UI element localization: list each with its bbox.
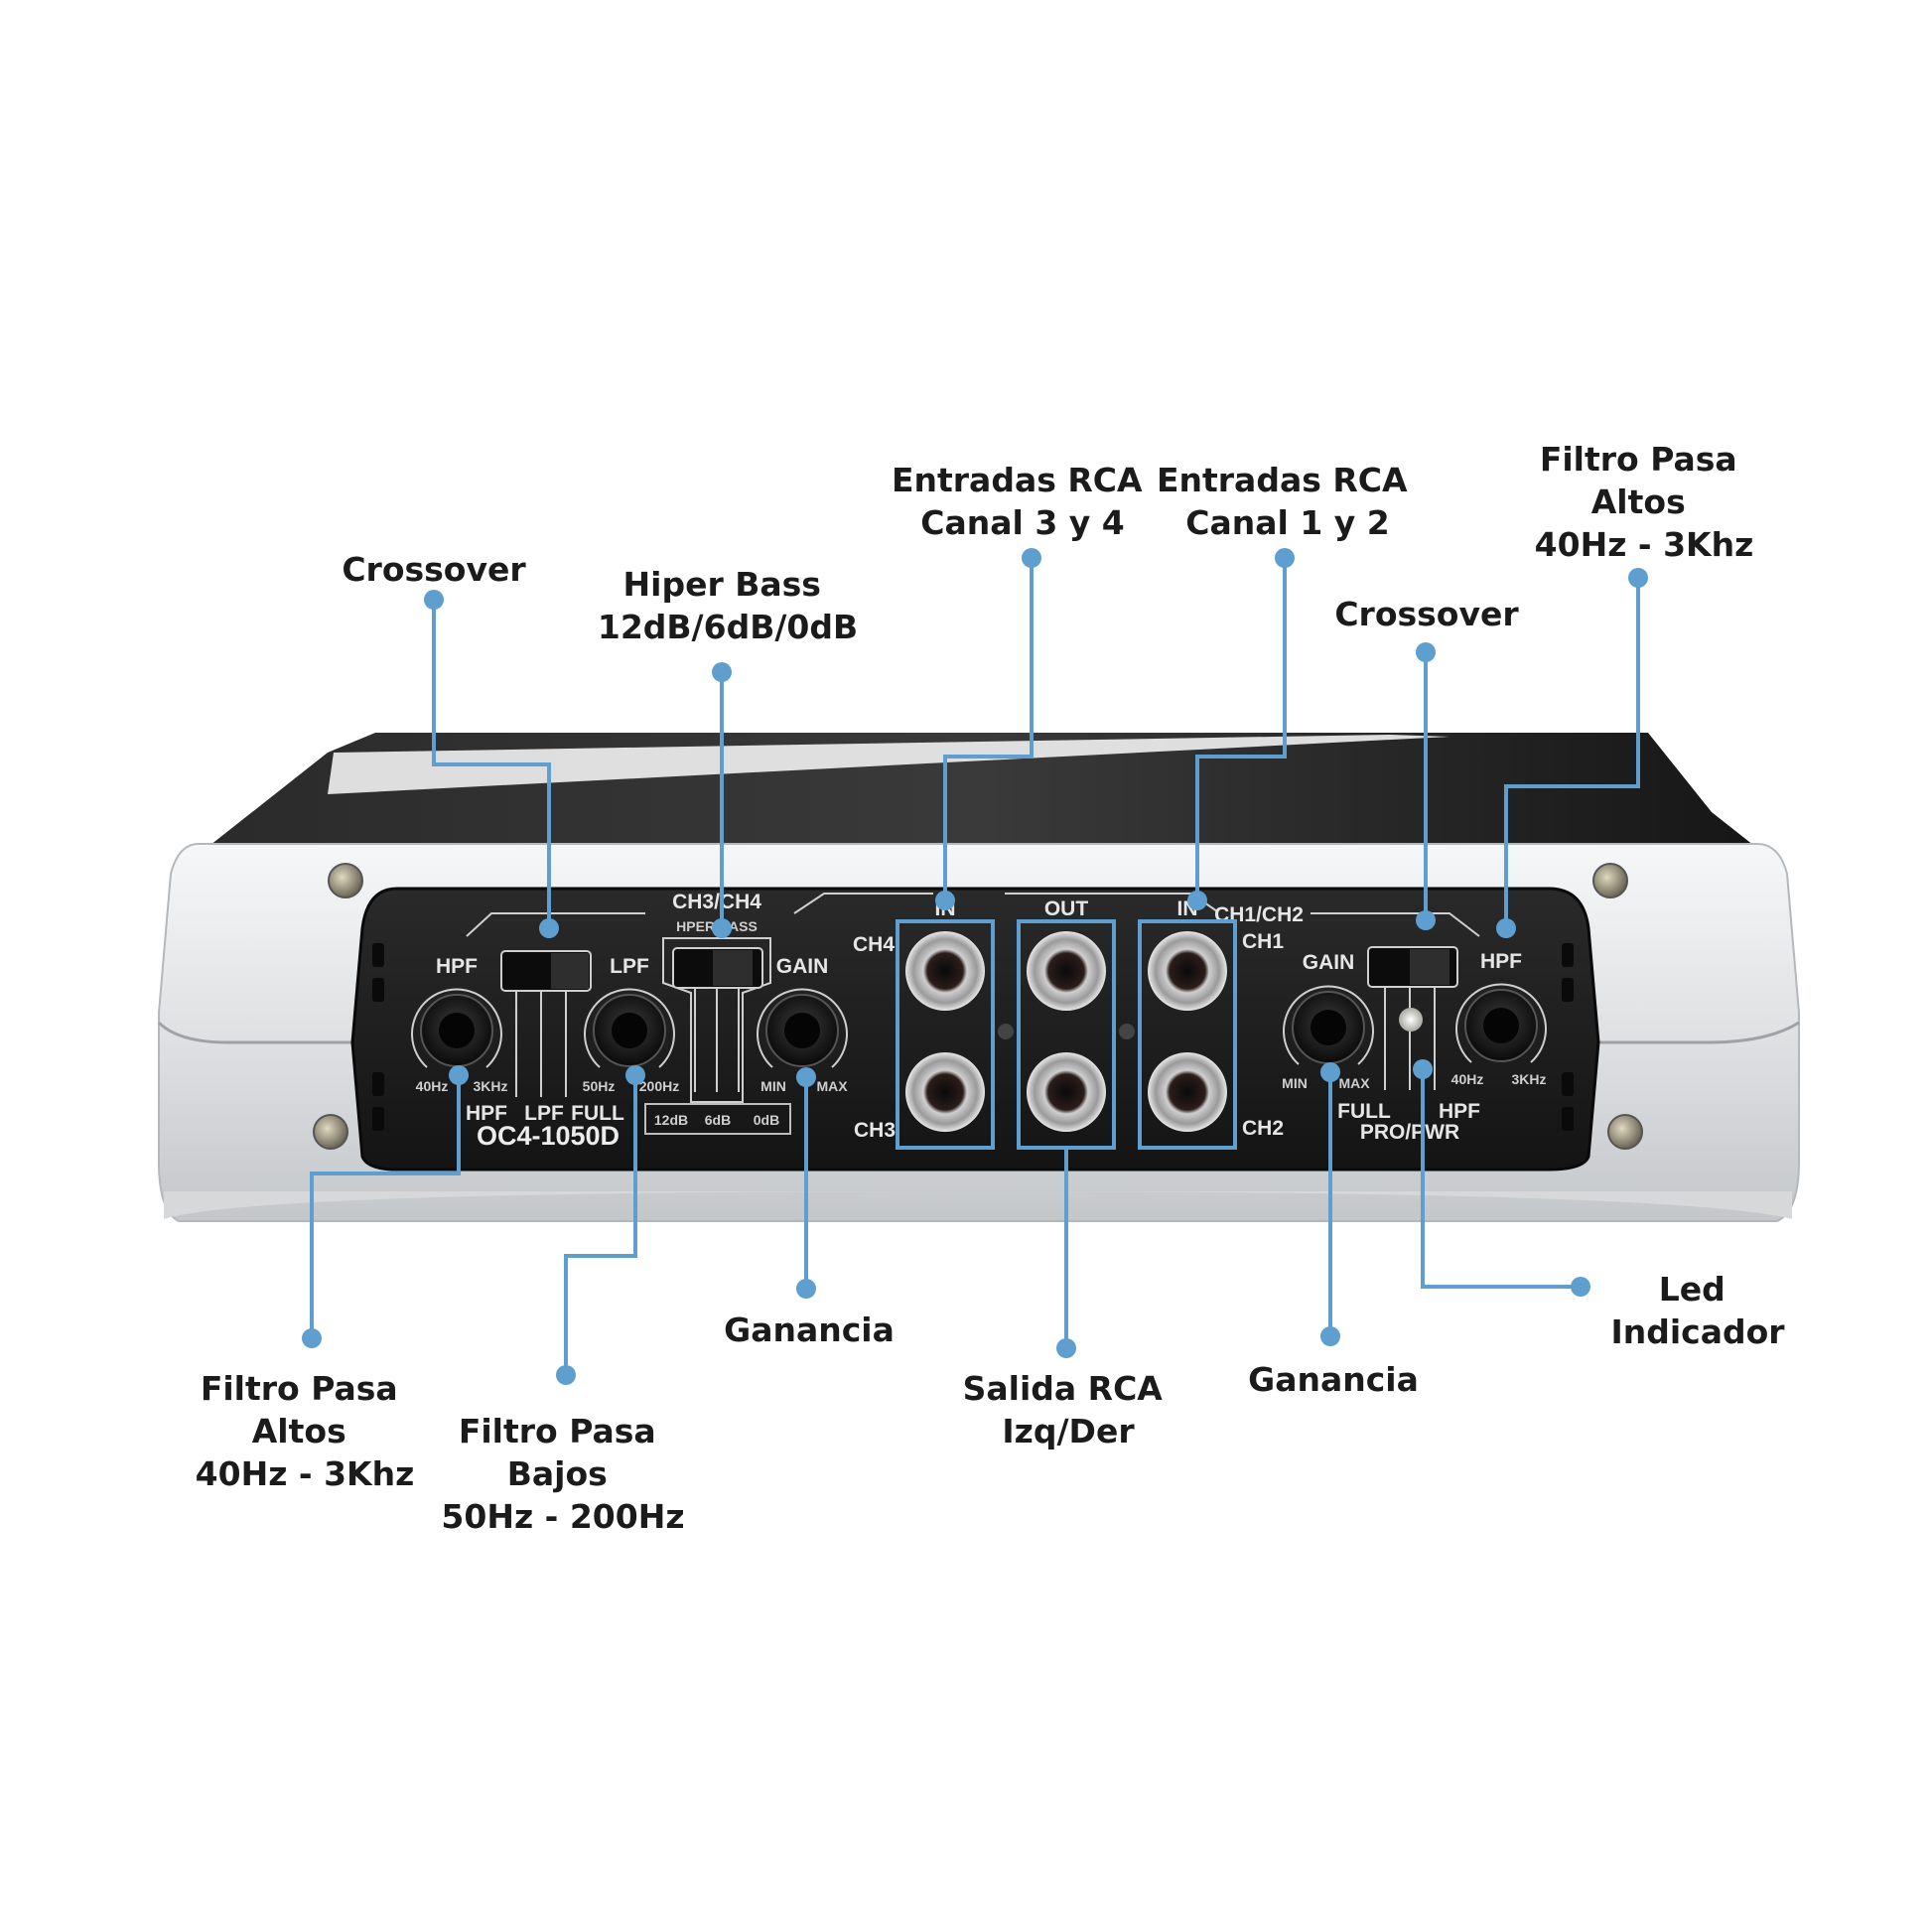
hyper-bass-switch[interactable]	[672, 947, 763, 989]
amplifier-chassis	[157, 733, 1800, 1222]
label-gain-right: GAIN	[1303, 951, 1355, 974]
label-hpf-max-right: 3KHz	[1511, 1071, 1546, 1087]
label-hpf-right: HPF	[1480, 950, 1522, 973]
callout-lpf-left: Filtro Pasa Bajos 50Hz - 200Hz	[441, 1412, 684, 1536]
label-xover-full-left: FULL	[571, 1102, 624, 1125]
rca-jack-ch4-in[interactable]	[905, 931, 985, 1011]
callout-rca-out: Salida RCA Izq/Der	[963, 1369, 1174, 1450]
callout-labels: Crossover Hiper Bass 12dB/6dB/0dB Entrad…	[196, 440, 1786, 1536]
label-hpf-min-right: 40Hz	[1451, 1071, 1484, 1087]
label-ch3: CH3	[854, 1119, 896, 1142]
label-ch2: CH2	[1242, 1117, 1284, 1140]
gain-knob-left[interactable]	[757, 988, 848, 1068]
label-pro-pwr: PRO/PWR	[1360, 1121, 1459, 1144]
screw-icon	[313, 1114, 348, 1150]
top-highlight	[328, 735, 1449, 794]
callout-hpf-right: Filtro Pasa Altos 40Hz - 3Khz	[1535, 440, 1754, 564]
callout-crossover-left: Crossover	[342, 550, 526, 589]
callout-rca-in-34: Entradas RCA Canal 3 y 4	[892, 461, 1154, 542]
highlight-rca-out	[1017, 919, 1116, 1150]
leader-lines	[302, 548, 1648, 1385]
vent-slots-right	[1562, 943, 1574, 1131]
label-gain-min-right: MIN	[1282, 1075, 1308, 1091]
callout-hpf-left: Filtro Pasa Altos 40Hz - 3Khz	[196, 1369, 415, 1493]
screw-icon	[328, 863, 363, 898]
crossover-switch-left[interactable]	[500, 950, 592, 992]
chassis-foot	[164, 1191, 1792, 1219]
label-bass-12db: 12dB	[654, 1112, 688, 1128]
label-lpf-left: LPF	[610, 955, 649, 978]
section-title-ch3-ch4: CH3/CH4	[672, 891, 761, 913]
label-gain-max-left: MAX	[816, 1078, 848, 1094]
label-gain-left: GAIN	[776, 955, 829, 978]
callout-hiper-bass: Hiper Bass 12dB/6dB/0dB	[598, 565, 858, 646]
screw-icon	[1592, 863, 1628, 898]
label-lpf-min: 50Hz	[583, 1078, 616, 1094]
rca-jack-ch2-in[interactable]	[1148, 1052, 1227, 1132]
hpf-knob-right[interactable]	[1455, 983, 1547, 1063]
label-gain-min-left: MIN	[760, 1078, 786, 1094]
label-bass-0db: 0dB	[754, 1112, 779, 1128]
model-label: OC4-1050D	[477, 1121, 620, 1151]
power-led-icon	[1399, 1008, 1423, 1032]
screw-icon	[1607, 1114, 1643, 1150]
label-lpf-max: 200Hz	[639, 1078, 679, 1094]
label-xover-full-right: FULL	[1337, 1100, 1391, 1123]
callout-crossover-right: Crossover	[1334, 595, 1519, 633]
label-hpf-min-left: 40Hz	[416, 1078, 449, 1094]
callout-led: Led Indicador	[1610, 1270, 1785, 1351]
label-ch4: CH4	[853, 933, 895, 956]
highlight-rca-in-12	[1138, 919, 1237, 1150]
label-xover-hpf-left: HPF	[466, 1102, 507, 1125]
label-rca-out: OUT	[1044, 897, 1089, 920]
label-gain-max-right: MAX	[1338, 1075, 1370, 1091]
chassis-seam	[157, 1021, 1800, 1044]
rca-jack-ch1-in[interactable]	[1148, 931, 1227, 1011]
hpf-knob-left[interactable]	[411, 988, 502, 1068]
highlight-rca-in-34	[896, 919, 995, 1150]
controls	[411, 919, 1547, 1150]
rca-jack-ch3-in[interactable]	[905, 1052, 985, 1132]
rca-jacks	[905, 931, 1227, 1132]
label-bass-6db: 6dB	[705, 1112, 731, 1128]
label-xover-lpf-left: LPF	[524, 1102, 564, 1125]
callout-gain-left: Ganancia	[724, 1311, 895, 1349]
callout-rca-in-12: Entradas RCA Canal 1 y 2	[1157, 461, 1419, 542]
vent-slots-left	[372, 943, 384, 1131]
rca-jack-out-right[interactable]	[1027, 1052, 1106, 1132]
label-ch1: CH1	[1242, 930, 1284, 953]
label-xover-hpf-right: HPF	[1439, 1100, 1480, 1123]
lpf-knob-left[interactable]	[584, 988, 675, 1068]
label-hpf-max-left: 3KHz	[473, 1078, 507, 1094]
crossover-switch-right[interactable]	[1367, 946, 1458, 988]
callout-gain-right: Ganancia	[1248, 1360, 1419, 1399]
label-hpf-left: HPF	[436, 955, 478, 978]
gain-knob-right[interactable]	[1283, 985, 1374, 1065]
rca-jack-out-left[interactable]	[1027, 931, 1106, 1011]
